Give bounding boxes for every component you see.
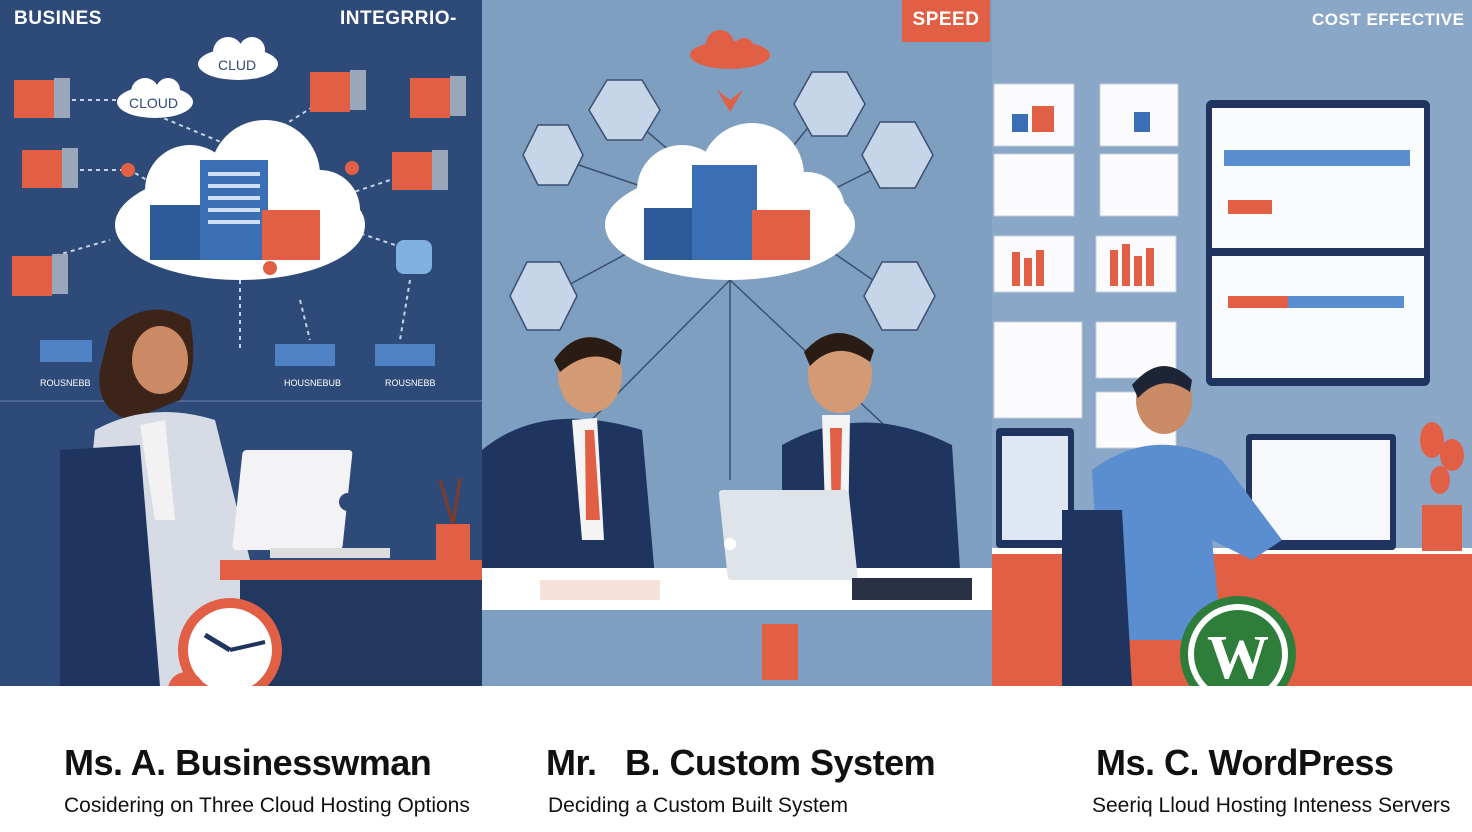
- laptop-icon: [718, 490, 858, 580]
- custom-illustration: [482, 30, 992, 686]
- integration-tag: INTEGRRIO-: [340, 8, 457, 29]
- wordpress-logo-icon: W: [1180, 596, 1296, 686]
- svg-text:W: W: [1207, 624, 1269, 686]
- caption-c-name: Ms. C. WordPress: [1096, 742, 1394, 783]
- server-label-1: ROUSNEBB: [40, 378, 91, 388]
- monitor-icon: [1206, 100, 1430, 386]
- business-illustration: [0, 37, 482, 686]
- server-label-2: HOUSNEBUB: [284, 378, 342, 388]
- business-tag: BUSINES: [14, 8, 102, 29]
- wordpress-illustration: W: [992, 83, 1472, 686]
- speed-tag: SPEED: [902, 0, 990, 42]
- caption-c: Ms. C. WordPress Seeriq Lloud Hosting In…: [992, 686, 1472, 832]
- panel-wordpress: COST EFFECTIVE: [992, 0, 1472, 686]
- caption-b: Mr. B. Custom System Deciding a Custom B…: [482, 686, 992, 832]
- caption-b-name: Mr. B. Custom System: [546, 742, 936, 783]
- caption-a-subtitle: Cosidering on Three Cloud Hosting Option…: [64, 794, 470, 817]
- cloud-label-left: CLOUD: [129, 95, 179, 111]
- caption-a: Ms. A. Businesswman Cosidering on Three …: [0, 686, 482, 832]
- laptop-icon: [232, 450, 353, 550]
- cost-effective-tag: COST EFFECTIVE: [1312, 10, 1465, 29]
- clock-icon: [168, 598, 282, 686]
- caption-a-name: Ms. A. Businesswman: [64, 742, 432, 783]
- server-label-3: ROUSNEBB: [385, 378, 436, 388]
- caption-c-subtitle: Seeriq Lloud Hosting Inteness Servers: [1092, 794, 1451, 817]
- server-icon: [12, 70, 466, 296]
- panel-business: BUSINES INTEGRRIO-: [0, 0, 482, 686]
- caption-b-subtitle: Deciding a Custom Built System: [548, 794, 848, 817]
- panel-custom: SPEED: [482, 0, 992, 686]
- cloud-label-top: CLUD: [218, 57, 257, 73]
